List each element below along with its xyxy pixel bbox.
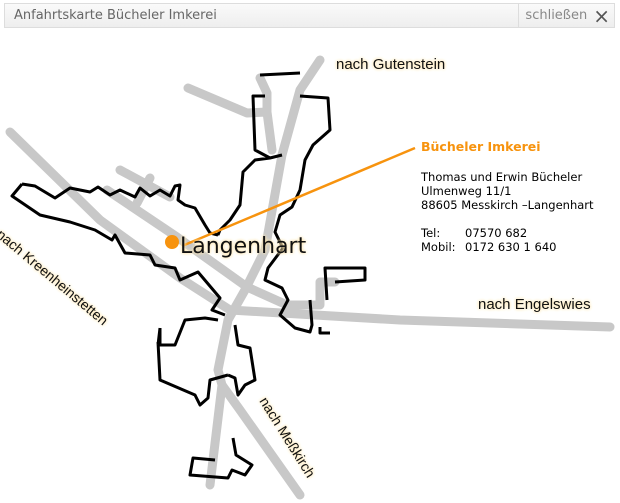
village-label: Langenhart <box>180 234 307 259</box>
phone-value: 07570 682 <box>465 226 528 240</box>
close-icon: × <box>593 3 610 28</box>
roads <box>5 55 615 500</box>
business-name: Bücheler Imkerei <box>421 139 541 154</box>
label-engelswies: nach Engelswies <box>478 296 591 313</box>
road-north-branch <box>183 73 277 155</box>
location-marker <box>165 235 179 249</box>
mobile-value: 0172 630 1 640 <box>465 240 557 254</box>
address-line: Thomas und Erwin Bücheler <box>421 170 583 184</box>
road-small <box>115 165 175 208</box>
label-gutenstein: nach Gutenstein <box>336 56 446 73</box>
contact-info: Bücheler Imkerei Thomas und Erwin Büchel… <box>421 140 594 255</box>
phone-row: Tel: 07570 682 <box>421 226 594 240</box>
dialog-title: Anfahrtskarte Bücheler Imkerei <box>14 8 217 23</box>
phone-label: Tel: <box>421 226 441 240</box>
road-west <box>5 127 615 332</box>
road-messkirch <box>217 380 305 500</box>
address-line: 88605 Messkirch –Langenhart <box>421 198 594 212</box>
pointer-line <box>181 146 416 248</box>
close-button[interactable]: schließen × <box>518 4 614 27</box>
close-label: schließen <box>525 8 588 23</box>
village-outline <box>10 71 367 480</box>
mobile-row: Mobil: 0172 630 1 640 <box>421 240 594 254</box>
mobile-label: Mobil: <box>421 240 456 254</box>
dialog-header: Anfahrtskarte Bücheler Imkerei schließen… <box>4 3 615 28</box>
address-line: Ulmenweg 11/1 <box>421 184 512 198</box>
